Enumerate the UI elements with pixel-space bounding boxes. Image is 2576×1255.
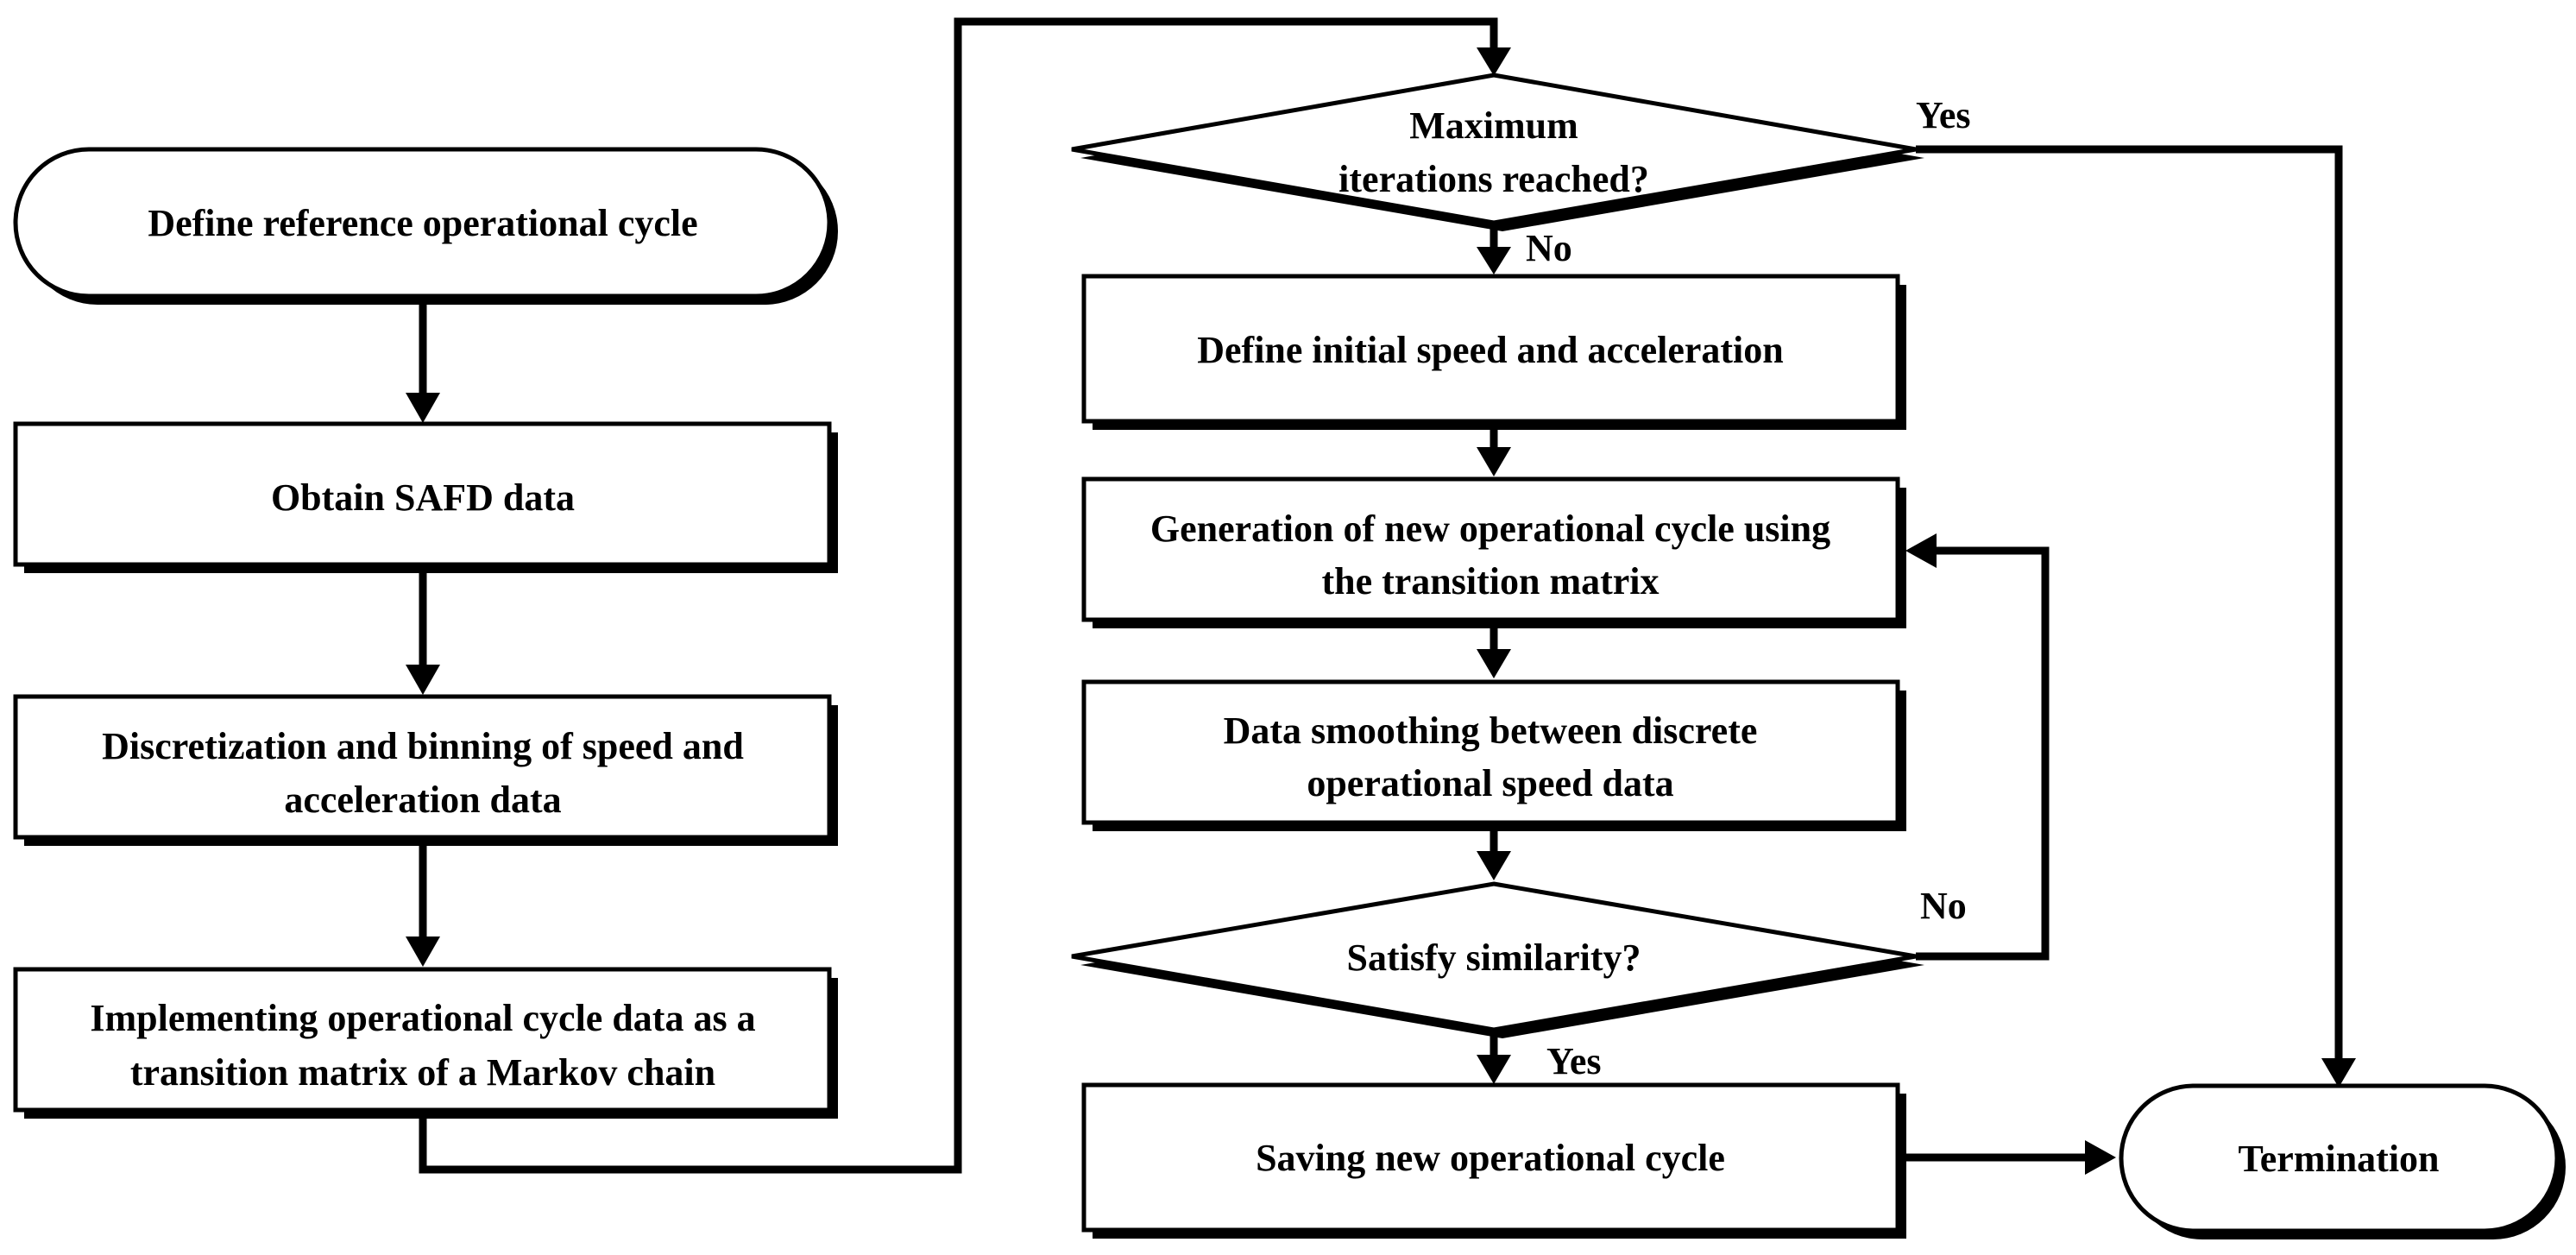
generate-label-line2: the transition matrix [1321, 560, 1659, 602]
edge-label-similarity-no: No [1920, 885, 1967, 927]
save-box: Saving new operational cycle [1081, 1082, 1906, 1239]
arrowhead-max-iter [1477, 47, 1511, 76]
arrowhead-safd [406, 393, 440, 423]
connector-markov-to-max-iter [419, 17, 1498, 1174]
safd-box: Obtain SAFD data [13, 421, 838, 573]
arrowhead-discretize [406, 665, 440, 695]
smooth-label-line2: operational speed data [1307, 762, 1673, 804]
arrowhead-markov [406, 937, 440, 967]
arrowhead-similarity [1477, 851, 1511, 880]
max-iter-decision: Maximum iterations reached? [1071, 73, 1924, 231]
edge-label-max-iter-no: No [1526, 227, 1572, 269]
end-label: Termination [2238, 1138, 2439, 1180]
safd-label: Obtain SAFD data [271, 476, 575, 519]
init-box: Define initial speed and acceleration [1081, 274, 1906, 430]
smooth-label-line1: Data smoothing between discrete [1224, 709, 1758, 752]
arrowhead-generate-loop [1905, 533, 1937, 568]
arrowhead-termination-left [2085, 1140, 2116, 1175]
end-terminator: Termination [2119, 1083, 2566, 1239]
max-iter-label-line2: iterations reached? [1338, 158, 1649, 200]
connector-max-iter-yes [1916, 145, 2343, 1062]
edge-label-similarity-yes: Yes [1546, 1040, 1602, 1082]
markov-box: Implementing operational cycle data as a… [13, 967, 838, 1119]
start-terminator: Define reference operational cycle [13, 147, 838, 305]
similarity-decision: Satisfy similarity? [1071, 881, 1924, 1038]
markov-label-line1: Implementing operational cycle data as a [90, 997, 755, 1039]
smooth-box: Data smoothing between discrete operatio… [1081, 679, 1906, 831]
start-label: Define reference operational cycle [148, 202, 697, 244]
markov-label-line2: transition matrix of a Markov chain [130, 1051, 715, 1094]
connector-similarity-no-loop [1916, 546, 2050, 961]
discretize-label-line1: Discretization and binning of speed and [102, 725, 744, 767]
generate-label-line1: Generation of new operational cycle usin… [1150, 508, 1830, 550]
max-iter-label-line1: Maximum [1409, 104, 1578, 147]
generate-box: Generation of new operational cycle usin… [1081, 476, 1906, 628]
discretize-box: Discretization and binning of speed and … [13, 694, 838, 846]
arrowhead-generate [1477, 447, 1511, 476]
similarity-label: Satisfy similarity? [1347, 937, 1641, 979]
discretize-label-line2: acceleration data [284, 779, 561, 821]
save-label: Saving new operational cycle [1256, 1137, 1725, 1179]
arrowhead-save [1477, 1055, 1511, 1084]
init-label: Define initial speed and acceleration [1197, 329, 1784, 371]
arrowhead-termination-top [2321, 1058, 2356, 1088]
arrowhead-smooth [1477, 649, 1511, 678]
arrowhead-init [1477, 247, 1511, 274]
edge-label-max-iter-yes: Yes [1916, 94, 1971, 136]
